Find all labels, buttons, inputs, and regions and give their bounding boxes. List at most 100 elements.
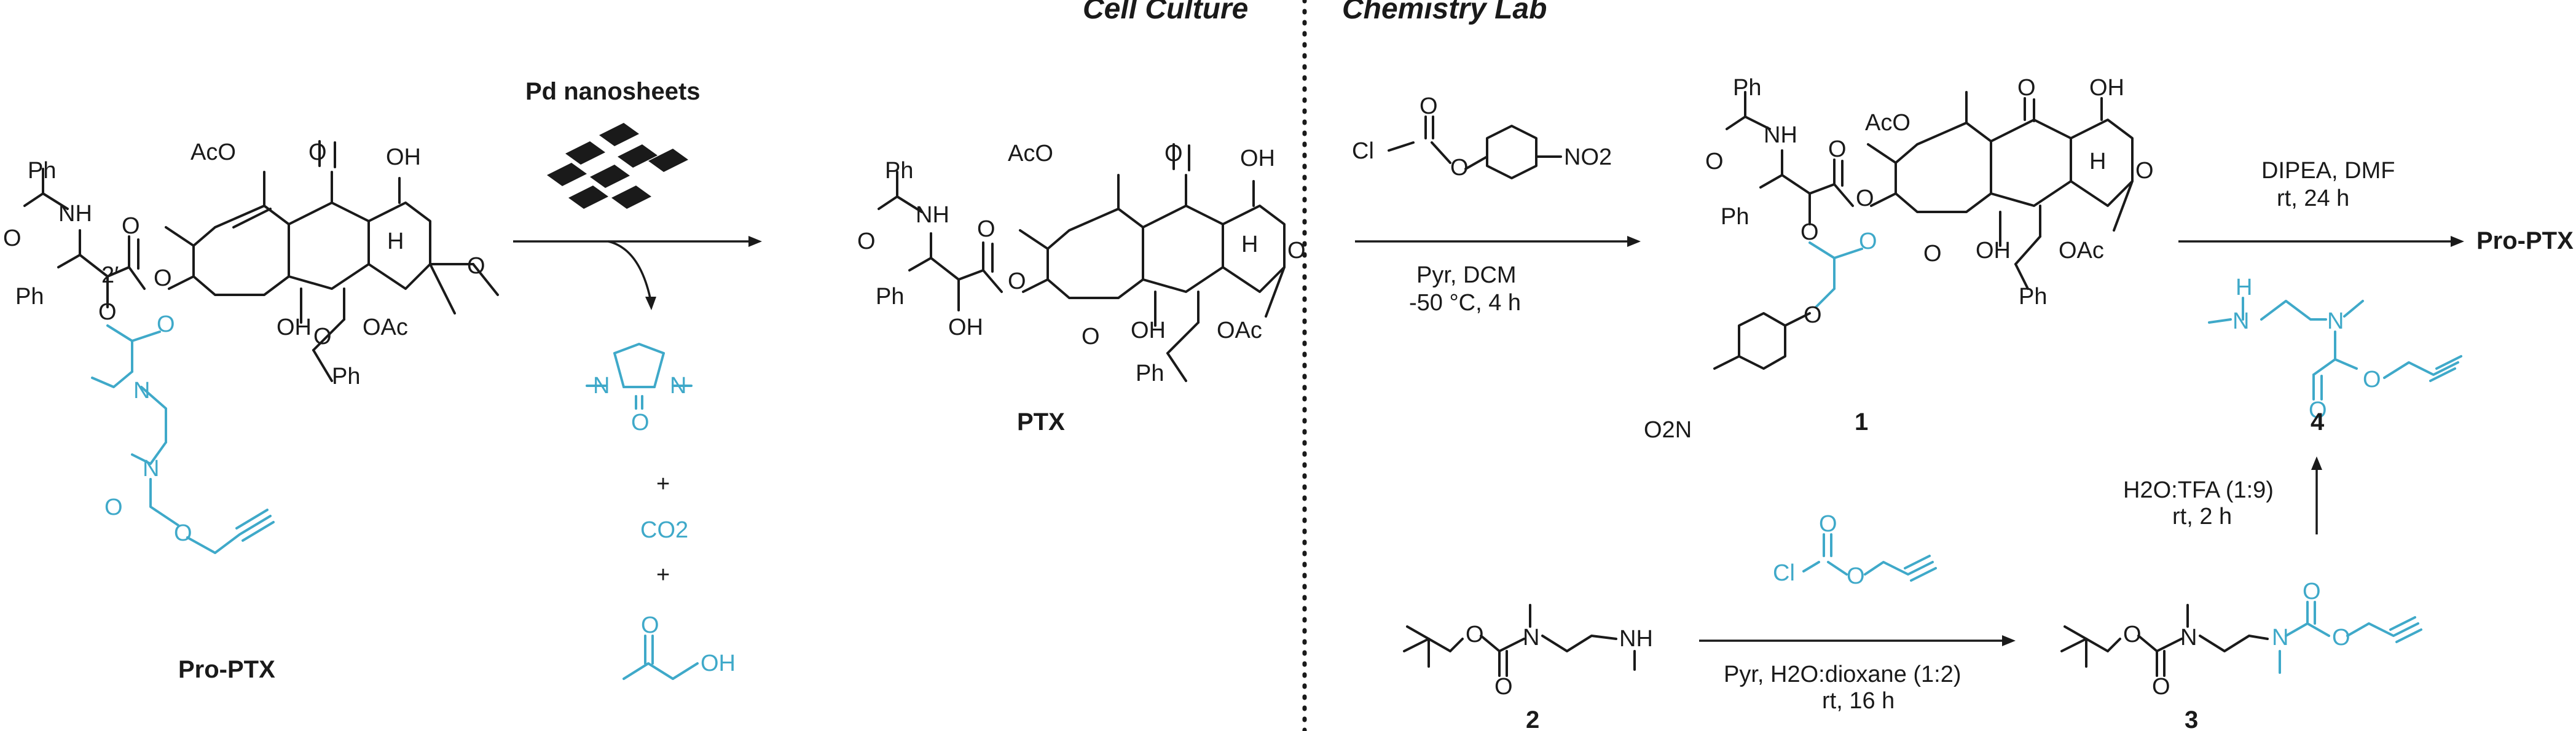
ptx-aco-label: AcO — [1008, 141, 1053, 166]
c1-o5-label: O — [1828, 136, 1847, 162]
c4-o1-label: O — [2309, 397, 2327, 423]
c2-n1-label: N — [1523, 625, 1539, 651]
ptx-oh2-label: OH — [1131, 318, 1166, 343]
ptx-ph3-label: Ph — [876, 284, 904, 310]
section-title-cell-culture: Cell Culture — [1083, 0, 1248, 25]
c1-oh-label: OH — [2089, 75, 2124, 101]
ptx-nh-label: NH — [916, 202, 949, 228]
pro-ptx-n2-label: N — [143, 456, 159, 482]
c3-o2-label: O — [2152, 674, 2170, 700]
pro-ptx-o10-label: O — [174, 520, 192, 546]
pro-ptx-o8-label: O — [157, 311, 175, 337]
dmi-n2-label: N — [670, 373, 686, 399]
pd-nanosheets-icon — [547, 123, 688, 209]
ptx-oac-label: OAc — [1217, 318, 1262, 343]
section-title-chemistry-lab: Chemistry Lab — [1342, 0, 1547, 25]
ptx-ph-label: Ph — [1136, 361, 1164, 386]
pro-ptx-n1-label: N — [133, 378, 150, 404]
c1-aco-label: AcO — [1865, 110, 1910, 136]
ptx-ph2-label: Ph — [885, 158, 913, 184]
c1-oh2-label: OH — [1976, 238, 2011, 264]
c1-ph2-label: Ph — [1733, 75, 1761, 101]
chloroformate-cl-label: Cl — [1352, 138, 1374, 164]
c2-o1-label: O — [1466, 622, 1484, 647]
c4-o2-label: O — [2363, 367, 2381, 393]
compound-3-structure — [2060, 601, 2422, 677]
c3-n2-label: N — [2272, 625, 2288, 651]
c1-o4-label: O — [1705, 149, 1724, 174]
ptx-o4-label: O — [857, 229, 876, 254]
ptx-o3-label: O — [1082, 324, 1100, 350]
compound-4-structure — [2208, 297, 2462, 401]
step1-arrowhead — [1627, 236, 1641, 247]
compound-1-label: 1 — [1855, 408, 1868, 436]
propargyl-cl-label: Cl — [1773, 560, 1795, 586]
step2-arrowhead — [2451, 236, 2464, 247]
pro-ptx-oh2-label: OH — [277, 315, 312, 340]
pro-ptx-ph2-label: Ph — [28, 158, 56, 184]
pro-ptx-h-label: H — [387, 229, 404, 254]
pro-ptx-ph-label: Ph — [332, 364, 360, 389]
c1-h-label: H — [2089, 149, 2106, 174]
byproduct-arrowhead — [645, 297, 656, 310]
c1-o6-label: O — [1856, 186, 1874, 211]
hydroxyacetone-structure — [622, 635, 699, 680]
compound-4-label: 4 — [2311, 408, 2325, 436]
step1-condition-2: -50 °C, 4 h — [1409, 290, 1521, 316]
propargyl-o1-label: O — [1819, 511, 1837, 537]
c1-ph3-label: Ph — [1721, 204, 1749, 230]
pro-ptx-o-ring-label: O — [467, 253, 485, 279]
ptx-o6-label: O — [1008, 268, 1026, 294]
step4-condition-2: rt, 2 h — [2172, 504, 2232, 530]
dmi-o-label: O — [631, 410, 650, 436]
nitrophenyl-chloroformate-structure — [1388, 115, 1562, 179]
plus-sign-1: + — [656, 471, 670, 497]
step4-condition-1: H2O:TFA (1:9) — [2123, 477, 2274, 503]
pro-ptx-product-label: Pro-PTX — [2476, 227, 2574, 254]
chloroformate-no2-label: NO2 — [1564, 144, 1612, 170]
pro-ptx-o7-label: O — [98, 299, 117, 325]
c1-o-ring-label: O — [2135, 158, 2154, 184]
ptx-o5-label: O — [977, 216, 995, 242]
dmi-n1-label: N — [593, 373, 610, 399]
pd-reaction-arrowhead — [748, 236, 762, 247]
pro-ptx-o6-label: O — [154, 265, 172, 291]
ptx-structure — [878, 143, 1286, 382]
c1-o2n-label: O2N — [1644, 417, 1692, 443]
compound-2-structure — [1403, 604, 1636, 677]
step2-condition-1: DIPEA, DMF — [2261, 158, 2395, 184]
step2-condition-2: rt, 24 h — [2277, 186, 2349, 211]
pd-nanosheets-label: Pd nanosheets — [525, 78, 701, 105]
pro-ptx-oh-label: OH — [386, 144, 421, 170]
propargyl-chloroformate-structure — [1802, 533, 1937, 582]
pro-ptx-structure — [23, 140, 499, 554]
ptx-h-label: H — [1241, 232, 1258, 257]
propargyl-o2-label: O — [1847, 563, 1865, 589]
compound-1-structure — [1713, 91, 2134, 370]
c1-ph-label: Ph — [2019, 284, 2047, 310]
c4-n2-label: N — [2327, 308, 2344, 334]
c3-o4-label: O — [2332, 625, 2350, 651]
c3-o3-label: O — [2303, 579, 2321, 604]
chloroformate-o-label: O — [1420, 93, 1438, 119]
c1-o7-label: O — [1800, 219, 1819, 245]
c1-oac-label: OAc — [2059, 238, 2104, 264]
c1-o9-label: O — [1804, 302, 1822, 328]
ptx-o-ring-label: O — [1287, 238, 1306, 264]
pro-ptx-o5-label: O — [122, 213, 140, 239]
step4-arrowhead — [2311, 456, 2322, 470]
step1-condition-1: Pyr, DCM — [1416, 262, 1517, 288]
c1-o8-label: O — [1859, 229, 1877, 254]
pro-ptx-nh-label: NH — [58, 201, 92, 227]
c4-h-label: H — [2236, 275, 2252, 300]
step3-arrowhead — [2002, 635, 2016, 646]
c4-n1-label: N — [2232, 308, 2249, 334]
hydroxyacetone-o-label: O — [641, 612, 659, 638]
pro-ptx-o3-label: O — [313, 324, 332, 350]
pro-ptx-compound-label: Pro-PTX — [178, 656, 275, 683]
c2-o2-label: O — [1494, 674, 1513, 700]
pro-ptx-ph3-label: Ph — [15, 284, 44, 310]
step3-condition-1: Pyr, H2O:dioxane (1:2) — [1724, 662, 1961, 687]
co2-label: CO2 — [640, 517, 688, 543]
